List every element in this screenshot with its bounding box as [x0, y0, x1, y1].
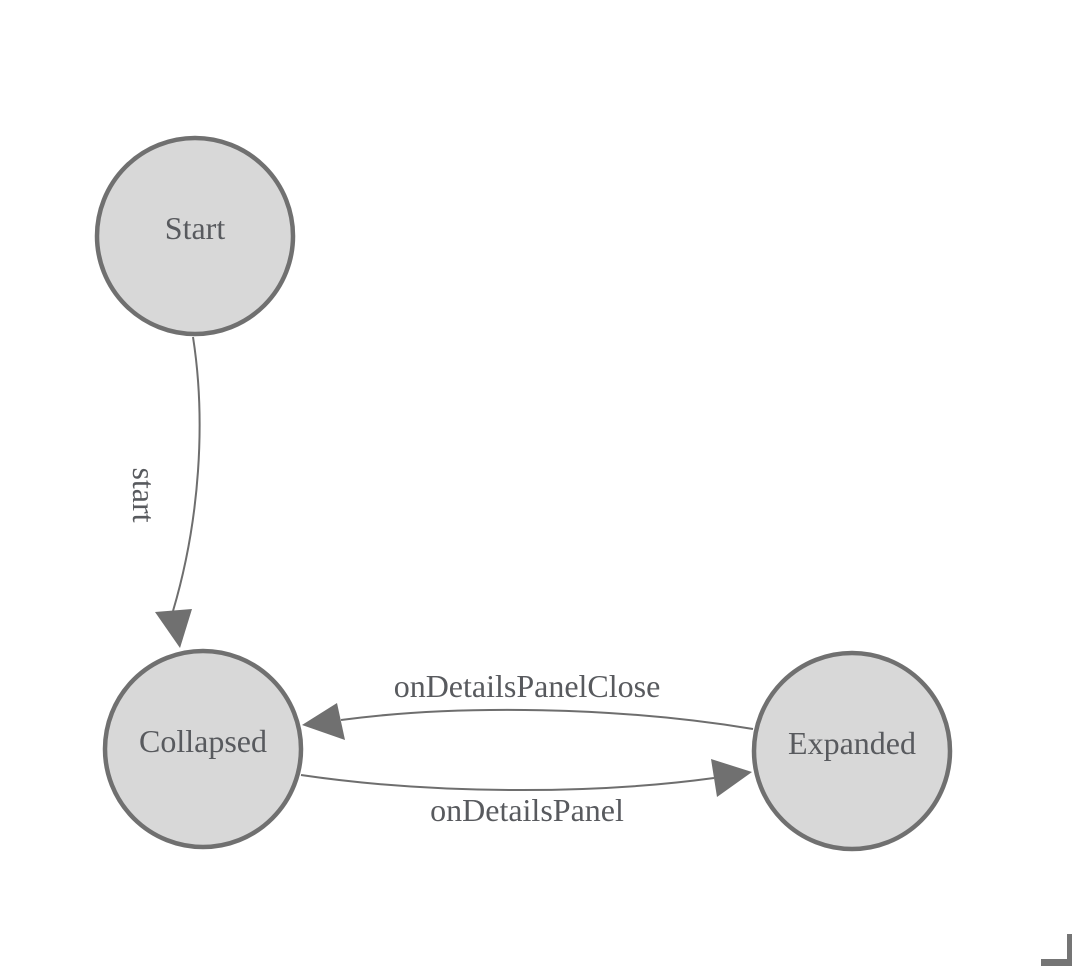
edge-label-ondetailspanelclose: onDetailsPanelClose: [394, 668, 661, 704]
node-expanded-circle: [751, 650, 953, 852]
node-expanded: Expanded: [751, 650, 953, 852]
node-start: Start: [94, 135, 296, 337]
edge-start-to-collapsed: start: [126, 336, 201, 648]
corner-mark-vertical-bar: [1067, 934, 1072, 966]
edge-expanded-to-collapsed: onDetailsPanelClose: [302, 668, 754, 740]
arrowhead-into-collapsed-top-icon: [155, 609, 192, 648]
canvas-corner-mark: [1041, 934, 1072, 966]
edge-start-to-collapsed-line: [172, 336, 201, 612]
edge-label-ondetailspanel: onDetailsPanel: [430, 792, 624, 828]
node-start-circle: [94, 135, 296, 337]
arrowhead-into-expanded-icon: [711, 759, 752, 797]
edge-label-start: start: [126, 467, 162, 522]
node-collapsed-circle: [102, 648, 304, 850]
node-collapsed: Collapsed: [102, 648, 304, 850]
node-start-label: Start: [165, 210, 226, 246]
edge-expanded-to-collapsed-line: [340, 708, 754, 730]
node-expanded-label: Expanded: [788, 725, 916, 761]
node-collapsed-label: Collapsed: [139, 723, 267, 759]
edge-collapsed-to-expanded-line: [300, 774, 715, 792]
edge-collapsed-to-expanded: onDetailsPanel: [300, 759, 752, 828]
arrowhead-into-collapsed-right-icon: [302, 703, 345, 740]
corner-mark-horizontal-bar: [1041, 959, 1072, 966]
